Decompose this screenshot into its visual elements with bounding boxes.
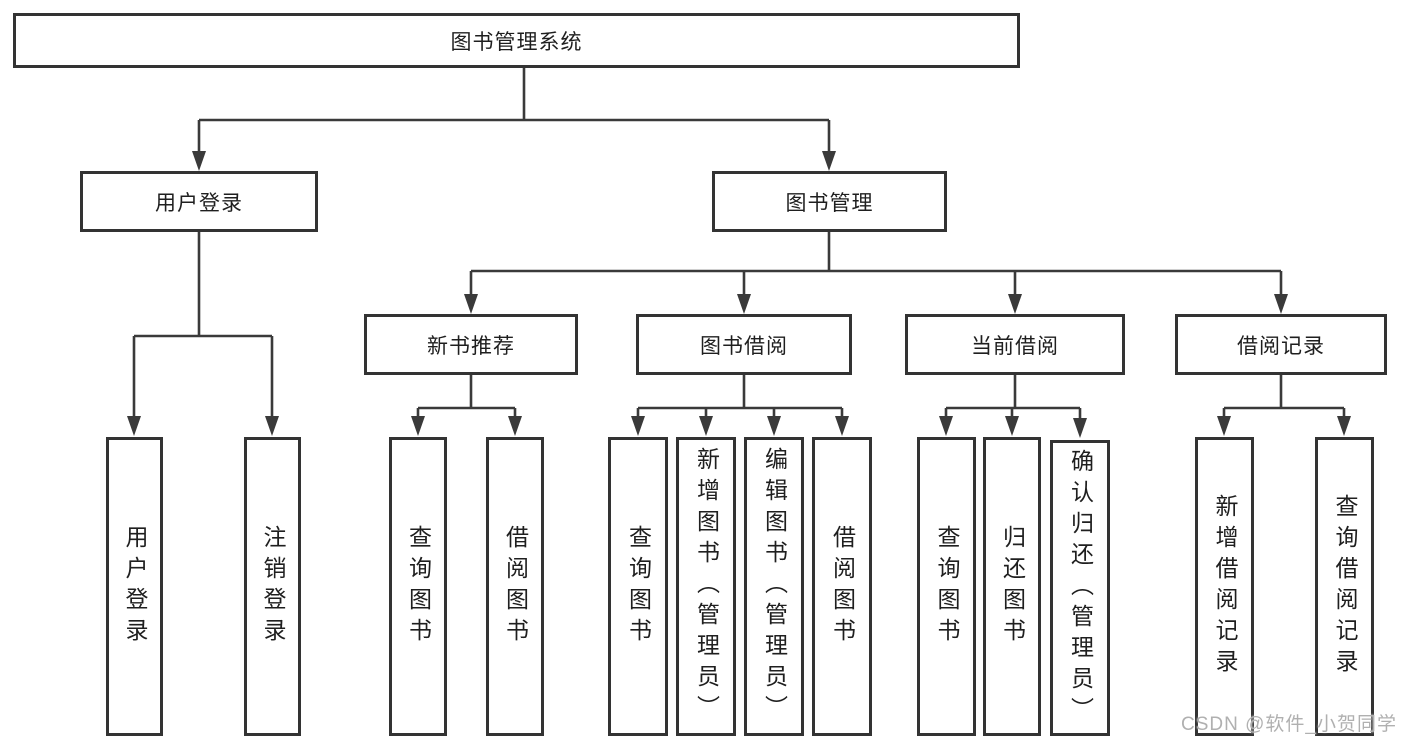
connector-borrow-records-to-leaves	[1217, 375, 1351, 436]
node-book-management-label: 图书管理	[785, 191, 874, 215]
node-book-borrow-label: 图书借阅	[700, 334, 788, 358]
connector-new-book-to-leaves	[411, 375, 522, 436]
watermark: CSDN @软件_小贺同学	[1181, 714, 1397, 735]
node-current-borrow-label: 当前借阅	[971, 334, 1059, 358]
leaf-current-query-books: 查询图书	[917, 437, 976, 736]
node-current-borrow: 当前借阅	[905, 314, 1125, 375]
leaf-return-books-label: 归还图书	[999, 524, 1026, 649]
connector-current-borrow-to-leaves	[939, 375, 1087, 438]
leaf-recommend-borrow-books: 借阅图书	[486, 437, 544, 736]
leaf-logout-label: 注销登录	[260, 524, 286, 649]
leaf-recommend-query-books-label: 查询图书	[405, 524, 432, 649]
leaf-add-borrow-record-label: 新增借阅记录	[1212, 493, 1238, 680]
connector-user-login-to-leaves	[127, 232, 279, 436]
leaf-confirm-return-admin-label: 确认归还（管理员）	[1067, 448, 1094, 728]
leaf-borrow-query-books-label: 查询图书	[625, 524, 652, 649]
leaf-recommend-query-books: 查询图书	[389, 437, 447, 736]
connector-root-to-level2	[192, 68, 836, 171]
leaf-add-books-admin-label: 新增图书（管理员）	[693, 447, 720, 726]
node-borrow-records: 借阅记录	[1175, 314, 1387, 375]
node-book-management: 图书管理	[712, 171, 947, 232]
leaf-current-query-books-label: 查询图书	[934, 524, 960, 649]
leaf-borrow-query-books: 查询图书	[608, 437, 668, 736]
node-root: 图书管理系统	[13, 13, 1020, 68]
leaf-query-borrow-record: 查询借阅记录	[1315, 437, 1374, 736]
leaf-user-login-label: 用户登录	[122, 524, 148, 649]
leaf-edit-books-admin-label: 编辑图书（管理员）	[761, 447, 788, 726]
leaf-borrow-books-label: 借阅图书	[829, 524, 856, 649]
leaf-confirm-return-admin: 确认归还（管理员）	[1050, 440, 1110, 736]
node-new-book-recommend: 新书推荐	[364, 314, 578, 375]
leaf-user-login: 用户登录	[106, 437, 163, 736]
leaf-add-borrow-record: 新增借阅记录	[1195, 437, 1254, 736]
node-book-borrow: 图书借阅	[636, 314, 852, 375]
node-borrow-records-label: 借阅记录	[1237, 334, 1325, 358]
leaf-logout: 注销登录	[244, 437, 301, 736]
connector-book-borrow-to-leaves	[631, 375, 849, 436]
node-new-book-recommend-label: 新书推荐	[427, 334, 515, 358]
node-user-login: 用户登录	[80, 171, 318, 232]
leaf-edit-books-admin: 编辑图书（管理员）	[744, 437, 804, 736]
leaf-add-books-admin: 新增图书（管理员）	[676, 437, 736, 736]
leaf-recommend-borrow-books-label: 借阅图书	[502, 524, 529, 649]
node-user-login-label: 用户登录	[155, 191, 243, 215]
leaf-borrow-books: 借阅图书	[812, 437, 872, 736]
connector-book-management-to-level3	[464, 232, 1288, 314]
node-root-label: 图书管理系统	[450, 30, 583, 54]
leaf-query-borrow-record-label: 查询借阅记录	[1332, 493, 1358, 680]
leaf-return-books: 归还图书	[983, 437, 1041, 736]
